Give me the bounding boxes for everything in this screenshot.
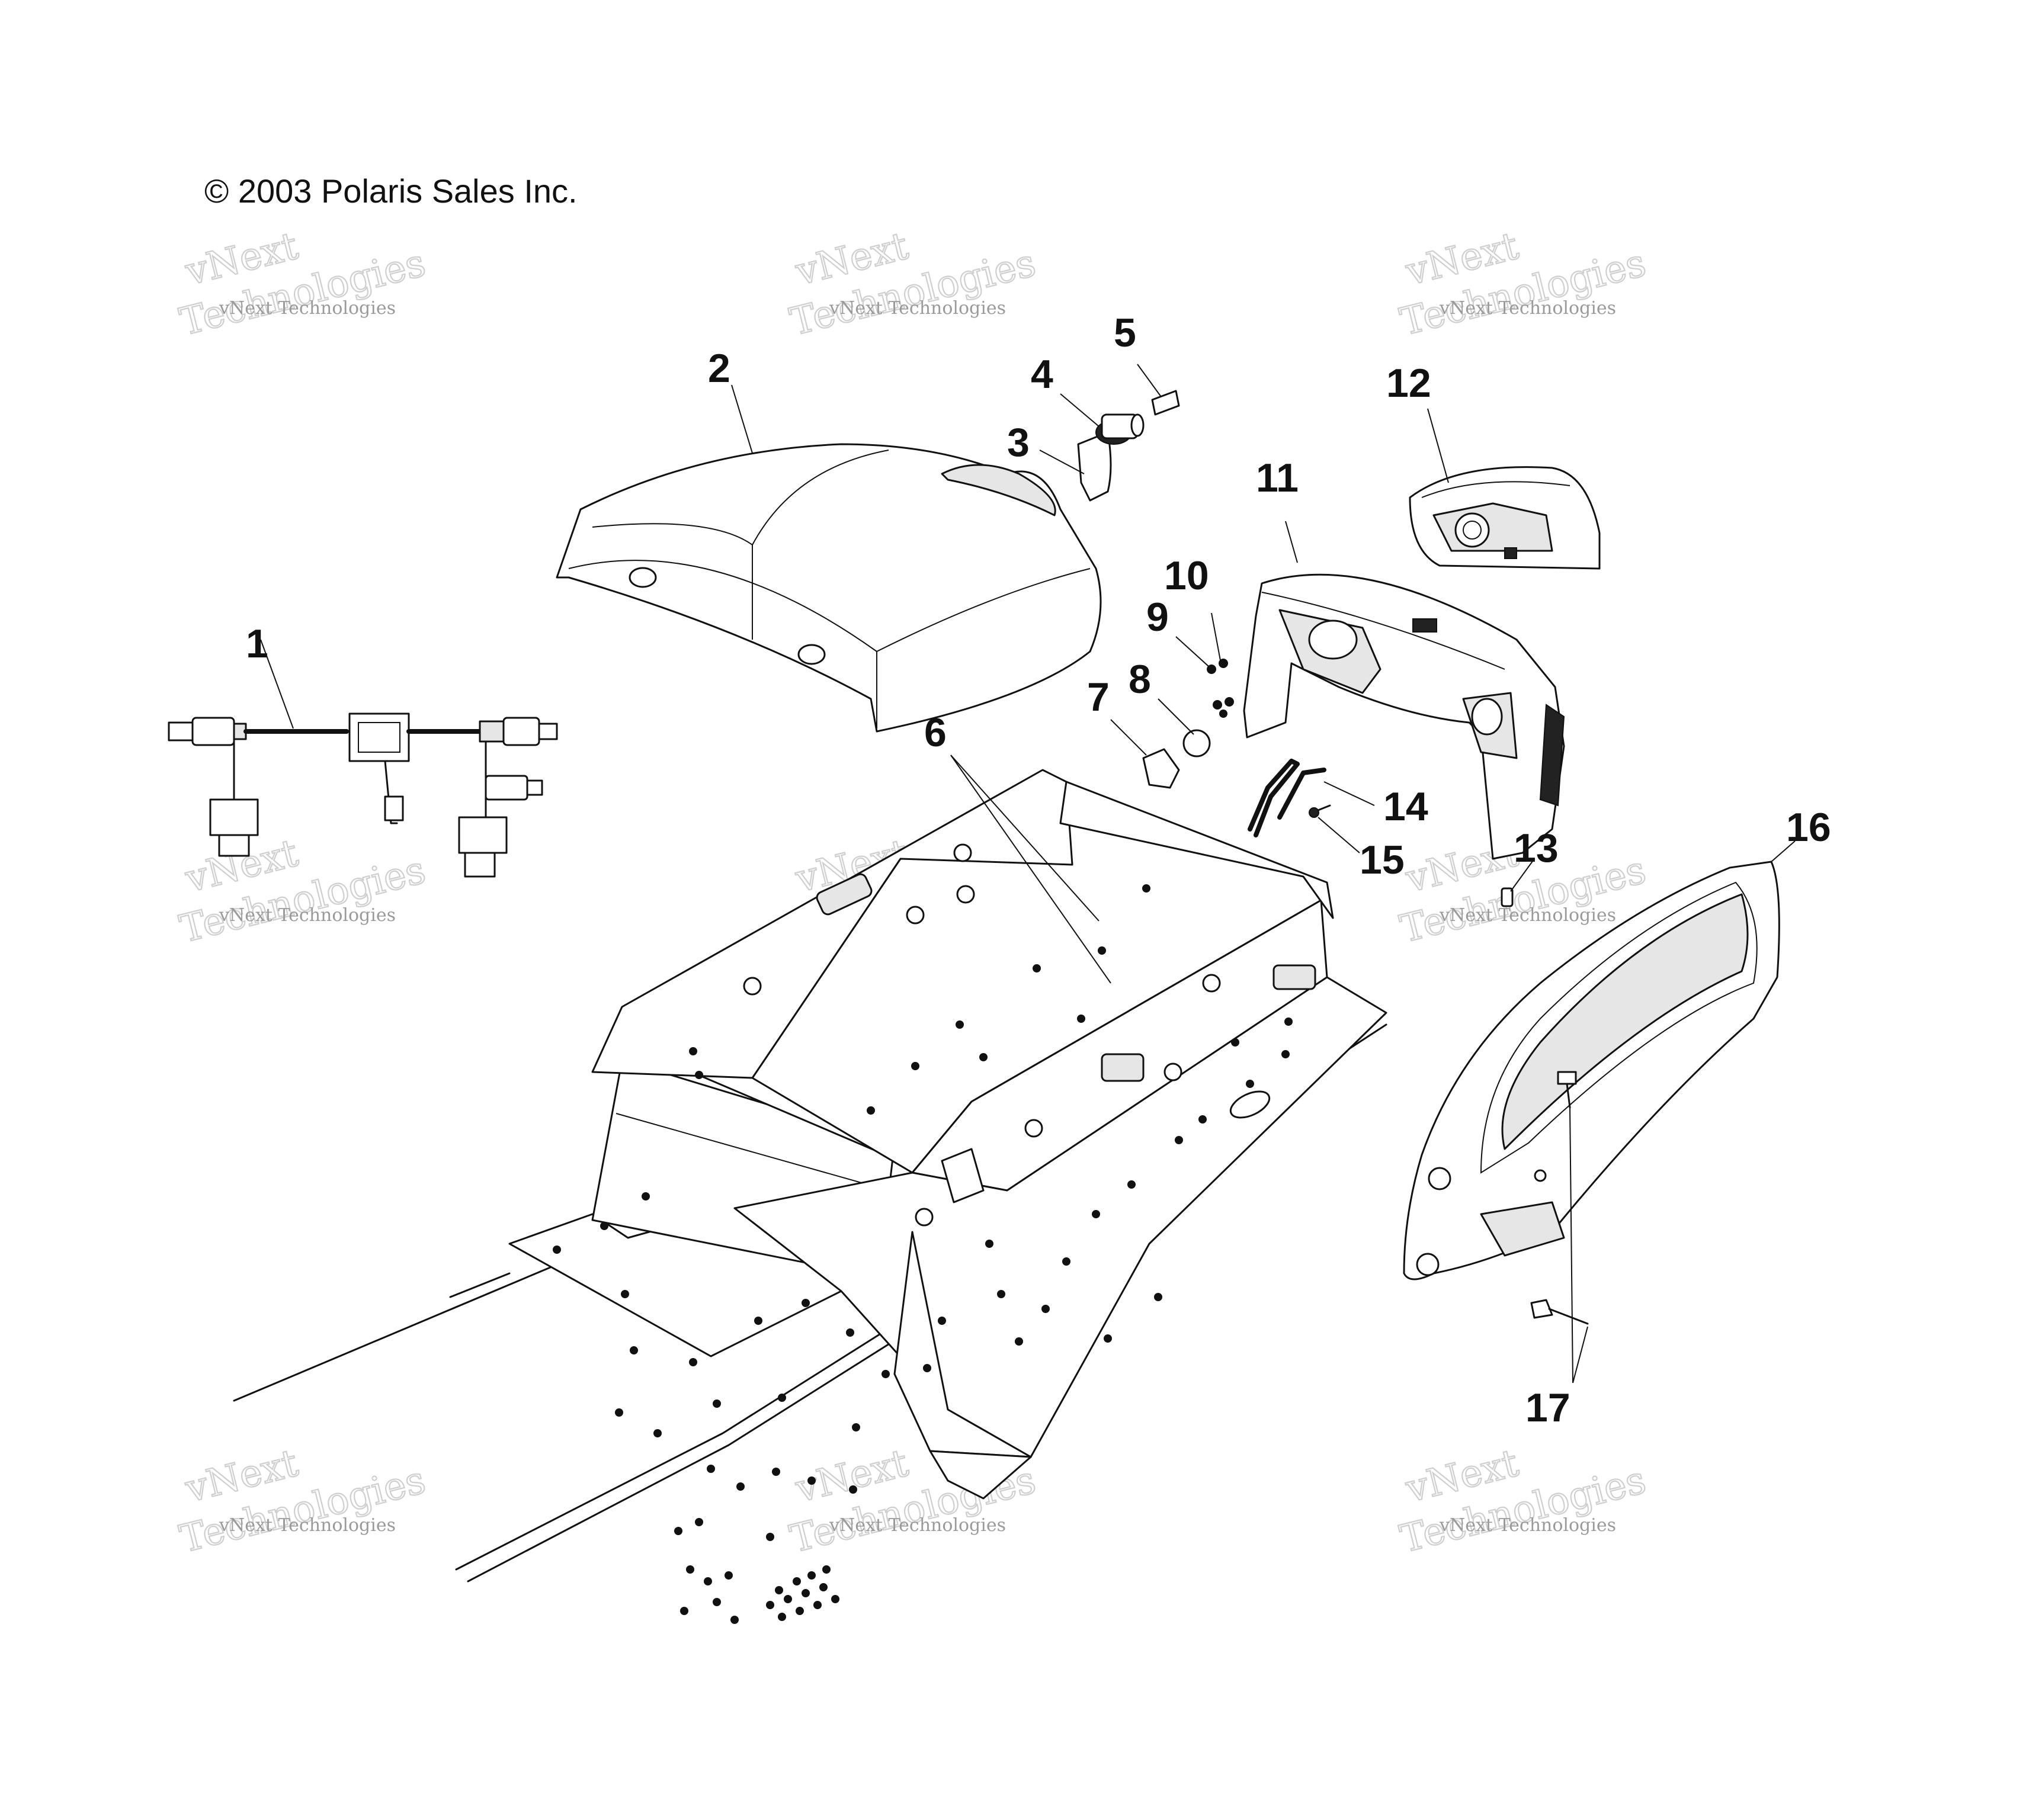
svg-text:vNext Technologies: vNext Technologies — [1439, 905, 1616, 926]
callout-3: 3 — [1007, 420, 1030, 465]
small-parts — [1142, 659, 1234, 789]
bracket — [1248, 759, 1331, 837]
callout-labels: 1 2 3 4 5 6 7 8 9 10 11 12 13 14 15 16 1… — [246, 310, 1831, 1430]
callout-8: 8 — [1129, 657, 1151, 702]
callout-6: 6 — [924, 710, 947, 755]
tail-housing — [1243, 573, 1565, 860]
callout-10: 10 — [1164, 553, 1209, 598]
callout-1: 1 — [246, 621, 268, 666]
callout-17: 17 — [1525, 1385, 1570, 1430]
callout-4: 4 — [1031, 352, 1053, 397]
chassis-tunnel — [233, 769, 1387, 1624]
svg-text:vNext Technologies: vNext Technologies — [219, 1515, 396, 1536]
callout-2: 2 — [708, 346, 730, 391]
lock-assembly — [1077, 390, 1180, 502]
watermark-4: vNext Technologies vNext Technologies — [175, 830, 430, 952]
rivets — [1501, 887, 1589, 1325]
callout-12: 12 — [1386, 361, 1431, 406]
watermark-7: vNext Technologies vNext Technologies — [175, 1440, 430, 1562]
watermark-2: vNext Technologies vNext Technologies — [785, 223, 1040, 345]
callout-15: 15 — [1360, 837, 1405, 882]
callout-11: 11 — [1256, 455, 1299, 500]
callout-13: 13 — [1514, 826, 1559, 871]
watermark-3: vNext Technologies vNext Technologies — [1395, 223, 1650, 345]
side-panel — [1403, 861, 1780, 1280]
callout-7: 7 — [1087, 675, 1110, 720]
watermark-9: vNext Technologies vNext Technologies — [1395, 1440, 1650, 1562]
callout-5: 5 — [1114, 310, 1136, 355]
svg-text:vNext Technologies: vNext Technologies — [219, 905, 396, 926]
svg-text:vNext Technologies: vNext Technologies — [829, 1515, 1006, 1536]
svg-text:vNext Technologies: vNext Technologies — [829, 298, 1006, 319]
tail-light — [1409, 466, 1601, 570]
svg-text:vNext Technologies: vNext Technologies — [1439, 1515, 1616, 1536]
leader-lines — [260, 364, 1796, 1384]
callout-9: 9 — [1146, 595, 1169, 640]
callout-14: 14 — [1383, 784, 1428, 829]
wiring-harness — [168, 712, 558, 878]
svg-text:vNext Technologies: vNext Technologies — [219, 298, 396, 319]
watermark-1: vNext Technologies vNext Technologies — [175, 223, 430, 345]
copyright-text: © 2003 Polaris Sales Inc. — [204, 172, 578, 210]
callout-16: 16 — [1786, 805, 1831, 850]
seat — [556, 443, 1102, 733]
svg-text:vNext Technologies: vNext Technologies — [1439, 298, 1616, 319]
